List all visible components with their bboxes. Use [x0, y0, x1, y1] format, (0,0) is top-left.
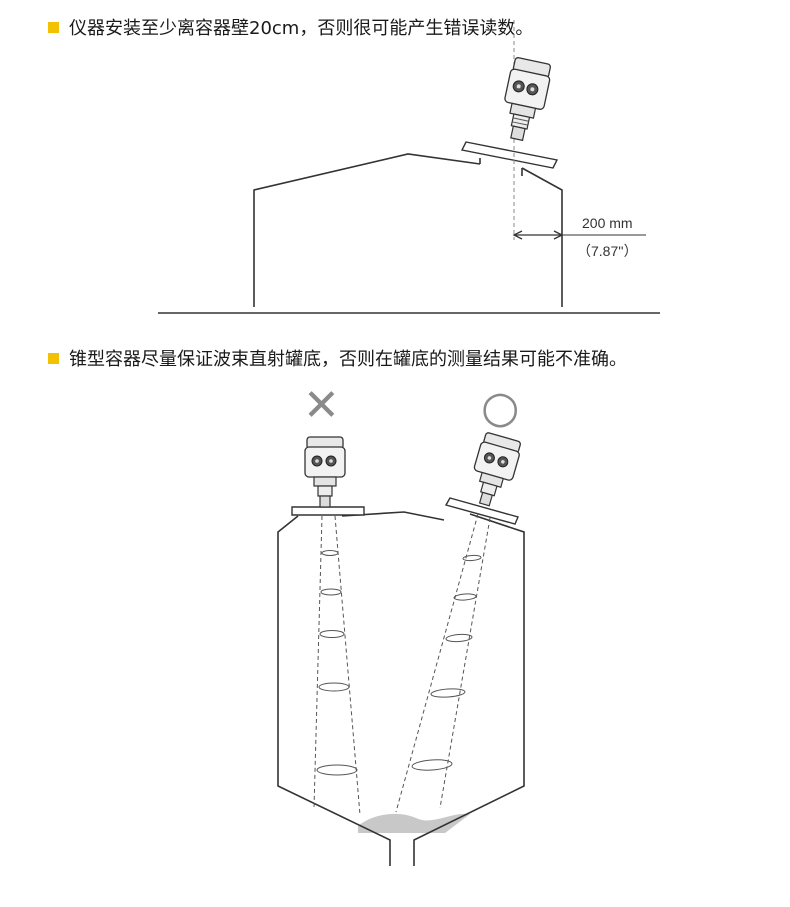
- left-radar-sensor-icon: [304, 436, 346, 508]
- left-radar-beam: [313, 515, 361, 816]
- right-radar-beam: [395, 513, 491, 813]
- wall-distance-diagram: 200 mm （7.87''）: [158, 20, 660, 314]
- right-radar-sensor-icon: [473, 432, 521, 507]
- left-flange: [291, 506, 365, 516]
- note-text: 仪器安装至少离容器壁20cm，否则很可能产生错误读数。: [69, 18, 534, 39]
- dimension-arrow: [512, 230, 646, 240]
- radar-sensor-icon: [504, 57, 552, 142]
- correct-mark-icon: ○: [481, 382, 519, 433]
- wrong-mark-icon: ✕: [303, 380, 340, 431]
- silo-outline: [277, 511, 525, 866]
- installation-note-cone-tank: 锥型容器尽量保证波束直射罐底，否则在罐底的测量结果可能不准确。: [48, 345, 627, 371]
- bullet-square-icon: [48, 21, 59, 33]
- right-flange: [444, 497, 519, 525]
- installation-note-wall-distance: 仪器安装至少离容器壁20cm，否则很可能产生错误读数。: [48, 14, 533, 40]
- mounting-flange: [460, 141, 559, 169]
- tank-outline: [158, 153, 660, 314]
- dimension-metric: 200 mm: [582, 215, 633, 231]
- note-text: 锥型容器尽量保证波束直射罐底，否则在罐底的测量结果可能不准确。: [69, 349, 627, 370]
- tank-sediment: [358, 813, 470, 833]
- bullet-square-icon: [48, 352, 59, 364]
- dimension-imperial: （7.87''）: [577, 243, 638, 259]
